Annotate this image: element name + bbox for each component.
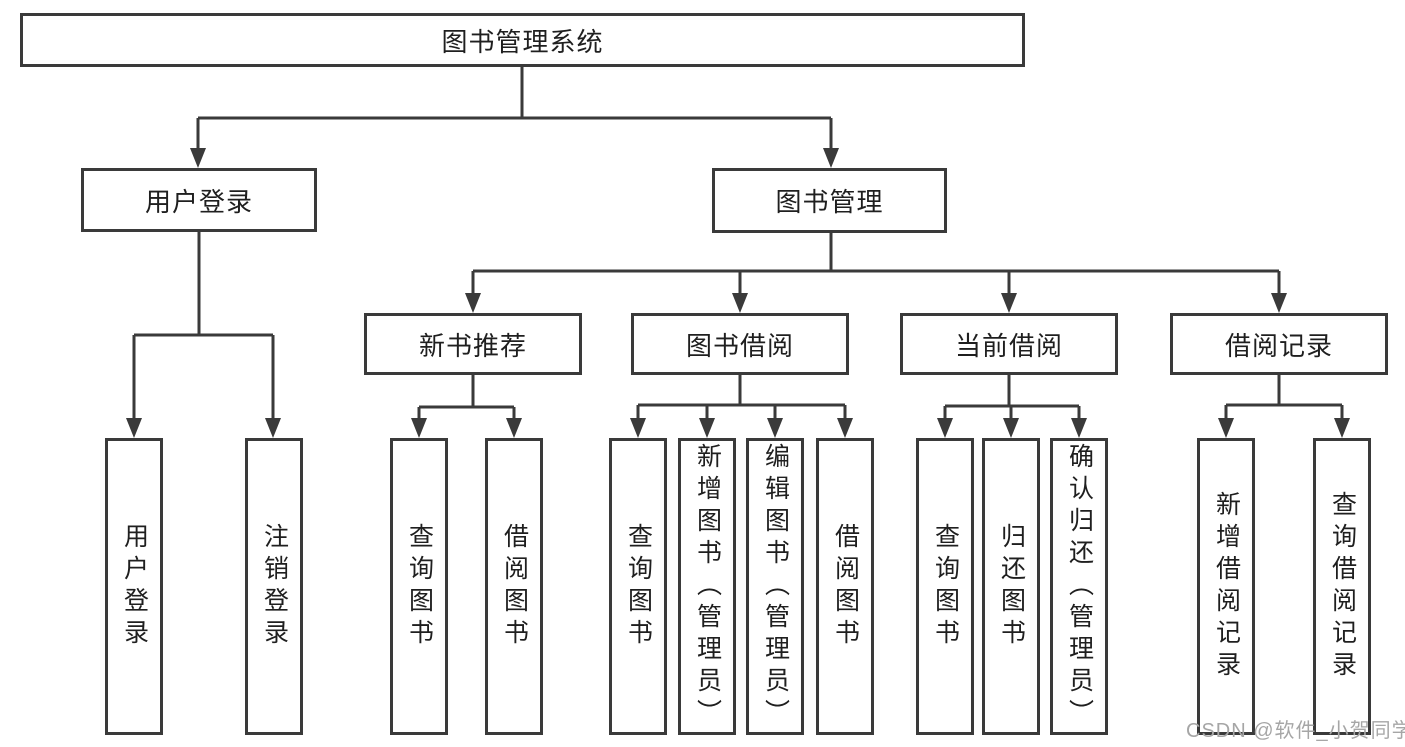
node-label: 新增借阅记录 [1212, 490, 1241, 683]
node-cb-return-books: 归还图书 [982, 438, 1040, 735]
node-book-management: 图书管理 [712, 168, 947, 233]
node-label: 查询图书 [931, 522, 960, 651]
csdn-watermark: CSDN @软件_小贺同学 [1186, 720, 1405, 742]
node-new-book-recommend: 新书推荐 [364, 313, 582, 375]
node-cb-confirm-return-admin: 确认归还（管理员） [1050, 438, 1108, 735]
node-system-root: 图书管理系统 [20, 13, 1025, 67]
node-user-login-menu: 用户登录 [81, 168, 317, 232]
node-cb-query-books: 查询图书 [916, 438, 974, 735]
node-bb-add-books-admin: 新增图书（管理员） [678, 438, 736, 735]
node-book-borrow: 图书借阅 [631, 313, 849, 375]
node-rec-borrow-books: 借阅图书 [485, 438, 543, 735]
node-label: 编辑图书（管理员） [761, 442, 790, 731]
node-label: 借阅图书 [500, 522, 529, 651]
node-logout: 注销登录 [245, 438, 303, 735]
node-borrow-records: 借阅记录 [1170, 313, 1388, 375]
node-label: 借阅图书 [831, 522, 860, 651]
node-bb-borrow-books: 借阅图书 [816, 438, 874, 735]
node-label: 新增图书（管理员） [693, 442, 722, 731]
node-current-borrow: 当前借阅 [900, 313, 1118, 375]
node-br-add-record: 新增借阅记录 [1197, 438, 1255, 735]
node-label: 查询图书 [405, 522, 434, 651]
node-br-query-record: 查询借阅记录 [1313, 438, 1371, 735]
node-user-login: 用户登录 [105, 438, 163, 735]
node-label: 确认归还（管理员） [1065, 442, 1094, 731]
node-label: 查询图书 [624, 522, 653, 651]
node-label: 查询借阅记录 [1328, 490, 1357, 683]
node-bb-query-books: 查询图书 [609, 438, 667, 735]
node-label: 用户登录 [120, 522, 149, 651]
node-bb-edit-books-admin: 编辑图书（管理员） [746, 438, 804, 735]
node-label: 注销登录 [260, 522, 289, 651]
node-rec-query-books: 查询图书 [390, 438, 448, 735]
node-label: 归还图书 [997, 522, 1026, 651]
